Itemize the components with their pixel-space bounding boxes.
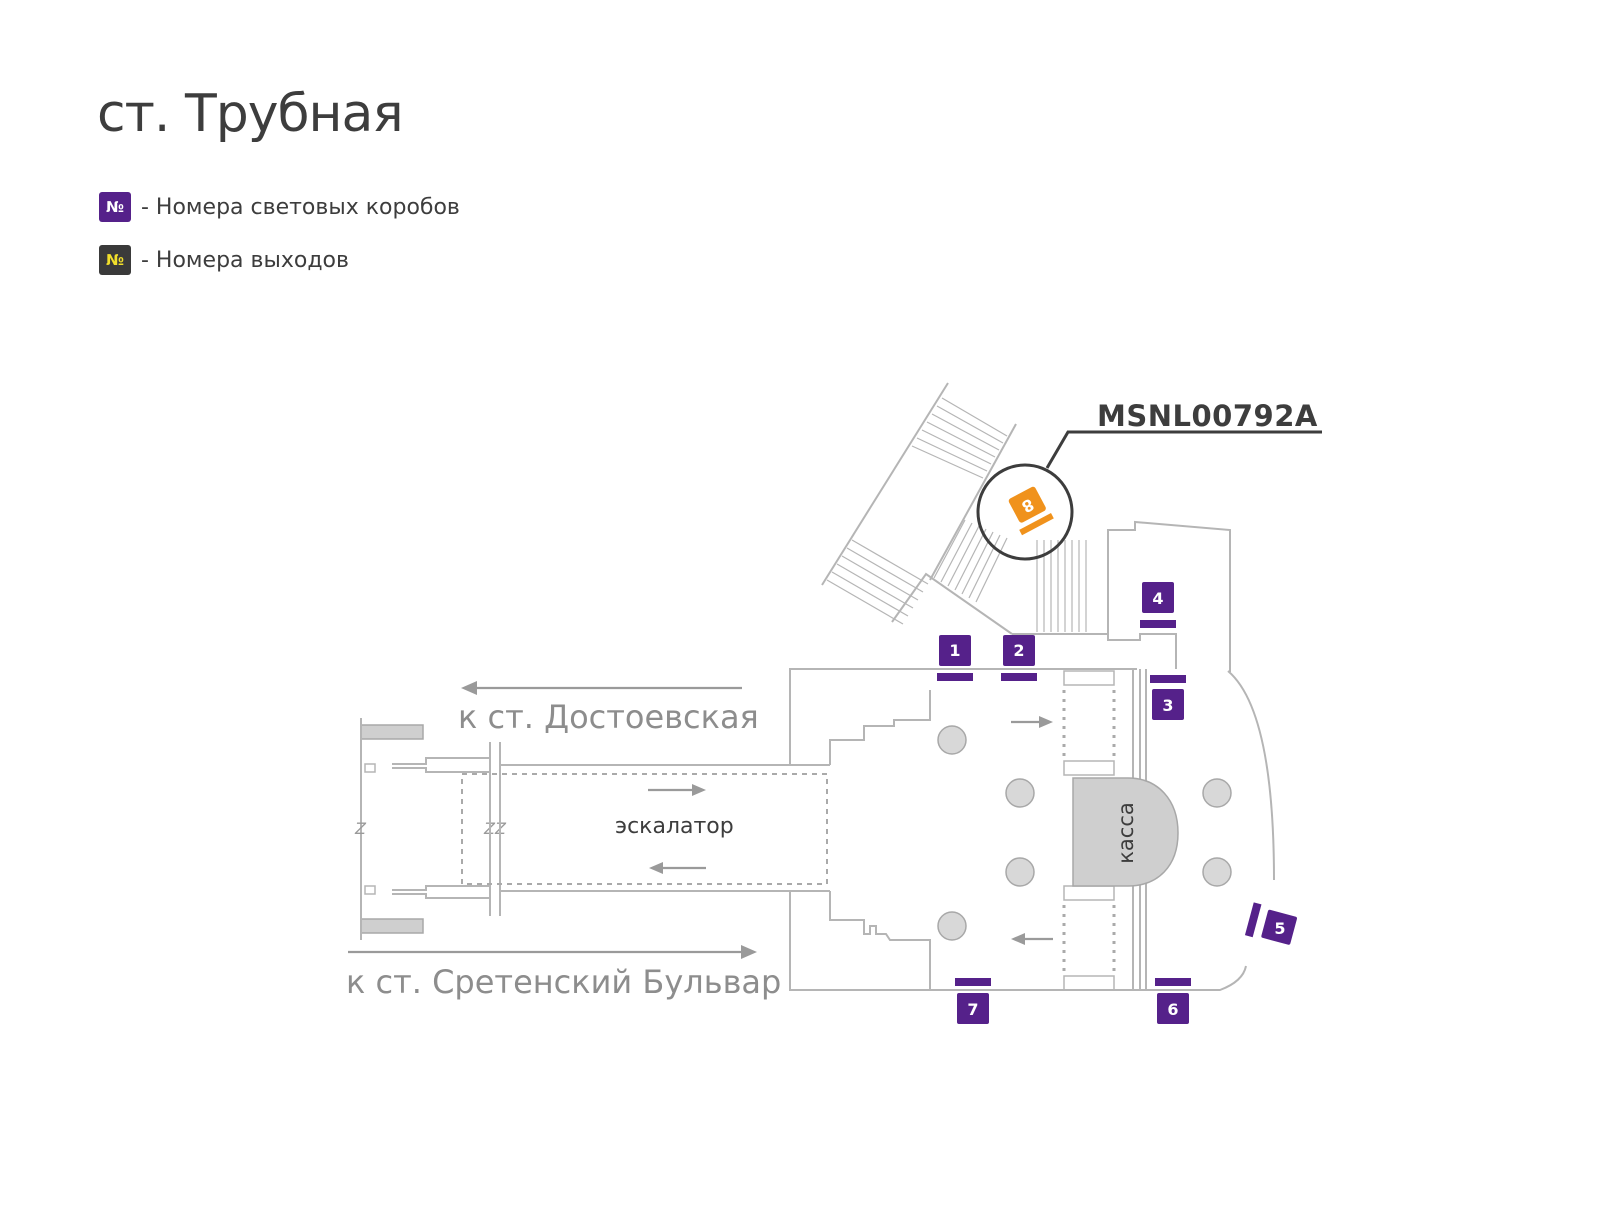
lightbox-6[interactable]	[1155, 978, 1191, 1024]
svg-text:Z: Z	[354, 819, 367, 838]
svg-text:ZZ: ZZ	[483, 819, 507, 838]
lightbox-2[interactable]	[1001, 635, 1037, 681]
highlight-callout	[976, 430, 1322, 561]
lightbox-7[interactable]	[955, 978, 991, 1024]
ticket-office	[1072, 777, 1179, 887]
lightbox-3-number: 3	[1162, 696, 1173, 715]
turnstile-gates	[1011, 670, 1116, 991]
lightbox-4[interactable]	[1140, 582, 1176, 628]
stairs-lower	[826, 539, 929, 625]
legend-lightbox-row: № - Номера световых коробов	[99, 192, 460, 222]
escalator-label: эскалатор	[615, 814, 734, 839]
direction-dostoevskaya-label: к ст. Достоевская	[458, 698, 759, 736]
direction-sretensky	[348, 945, 757, 959]
legend-exit-text: - Номера выходов	[141, 247, 349, 273]
legend-exit-row: № - Номера выходов	[99, 245, 349, 275]
direction-sretensky-label: к ст. Сретенский Бульвар	[346, 963, 781, 1001]
legend-lightbox-text: - Номера световых коробов	[141, 194, 460, 220]
highlight-code: MSNL00792A	[1097, 399, 1318, 433]
lightbox-1-number: 1	[949, 641, 960, 660]
stairs-exit8	[933, 519, 1008, 603]
lightbox-4-number: 4	[1152, 589, 1163, 608]
lightbox-5[interactable]	[1244, 902, 1298, 947]
lightbox-3[interactable]	[1150, 675, 1186, 720]
legend-exit-badge: №	[99, 245, 131, 275]
upper-vestibule	[821, 382, 1231, 672]
lightbox-7-number: 7	[967, 1000, 978, 1019]
direction-dostoevskaya	[461, 681, 742, 695]
ticket-office-label: касса	[1114, 802, 1138, 864]
hall-outline	[789, 668, 1275, 991]
exit-8-marker[interactable]	[1004, 485, 1054, 536]
lightbox-2-number: 2	[1013, 641, 1024, 660]
escalator-corridor	[461, 764, 830, 892]
lightbox-5-number: 5	[1274, 919, 1285, 938]
lightbox-6-number: 6	[1167, 1000, 1178, 1019]
legend-lightbox-badge: №	[99, 192, 131, 222]
west-end-block: Z ZZ	[354, 718, 507, 940]
stairs-upper	[911, 397, 1008, 479]
pillars	[937, 725, 1232, 941]
page-title: ст. Трубная	[97, 84, 404, 144]
lightbox-1[interactable]	[937, 635, 973, 681]
